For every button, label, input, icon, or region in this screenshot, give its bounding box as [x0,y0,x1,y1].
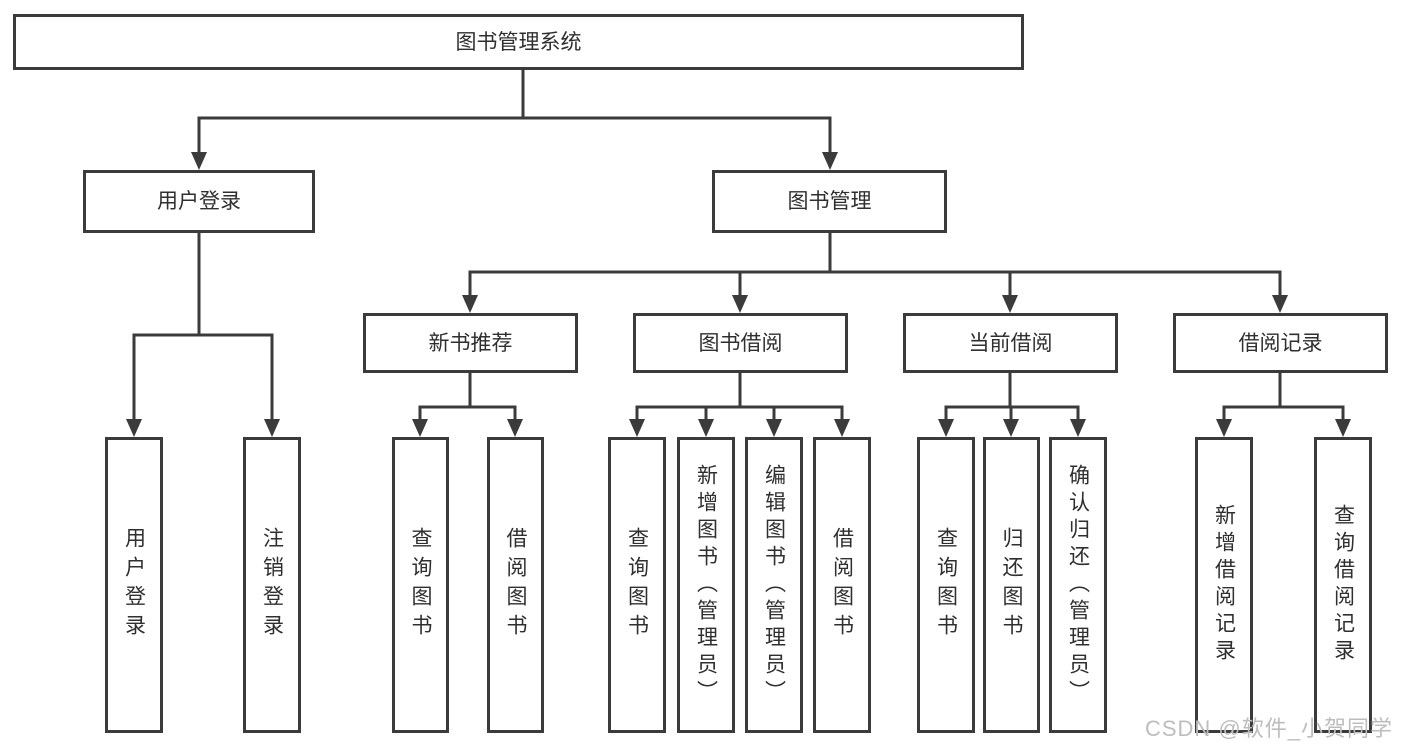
arrowhead [1216,419,1232,437]
arrowhead [1003,419,1019,437]
book-management-box: 图书管理 [712,170,947,233]
recommend-branch-line [418,405,517,425]
user-login-leaf-box: 用户登录 [105,437,163,733]
watermark: CSDN @软件_小贺同学 [1144,716,1393,741]
borrowing-records-box: 借阅记录 [1173,313,1388,373]
book-management-branch-drop [738,272,1012,301]
level2-branch-line [197,116,832,158]
logout-leaf-box: 注销登录 [243,437,301,733]
current-return-books-box: 归还图书 [983,437,1040,733]
user-login-branch-line [132,333,274,425]
arrowhead [264,419,280,437]
arrowhead [732,295,748,313]
arrowhead [1335,419,1351,437]
book-borrowing-box: 图书借阅 [633,313,848,373]
borrowing-borrow-books-box: 借阅图书 [813,437,871,733]
arrowhead [822,152,838,170]
arrowhead [1272,295,1288,313]
arrowhead [412,419,428,437]
records-add-record-box: 新增借阅记录 [1195,437,1253,733]
root-box: 图书管理系统 [13,14,1024,70]
borrowing-edit-books-box: 编辑图书（管理员） [745,437,803,733]
current-query-books-box: 查询图书 [917,437,975,733]
arrowhead [629,419,645,437]
arrowhead [191,152,207,170]
arrowhead [938,419,954,437]
borrowing-query-books-box: 查询图书 [608,437,666,733]
current-borrowing-box: 当前借阅 [903,313,1118,373]
current-confirm-return-box: 确认归还（管理员） [1049,437,1107,733]
arrowhead [126,419,142,437]
arrowhead [698,419,714,437]
recommend-query-books-box: 查询图书 [392,437,449,733]
arrowhead [462,295,478,313]
user-login-box: 用户登录 [83,170,315,233]
arrowhead [834,419,850,437]
arrowhead [507,419,523,437]
arrowhead [1070,419,1086,437]
borrowing-add-books-box: 新增图书（管理员） [677,437,735,733]
book-management-branch-line [468,270,1282,301]
arrowhead [1002,295,1018,313]
new-book-recommend-box: 新书推荐 [363,313,578,373]
records-query-record-box: 查询借阅记录 [1314,437,1372,733]
recommend-borrow-books-box: 借阅图书 [487,437,544,733]
borrowing-branch-drop [704,407,776,425]
arrowhead [766,419,782,437]
records-branch-line [1222,405,1345,425]
borrowing-branch-line [635,405,844,425]
